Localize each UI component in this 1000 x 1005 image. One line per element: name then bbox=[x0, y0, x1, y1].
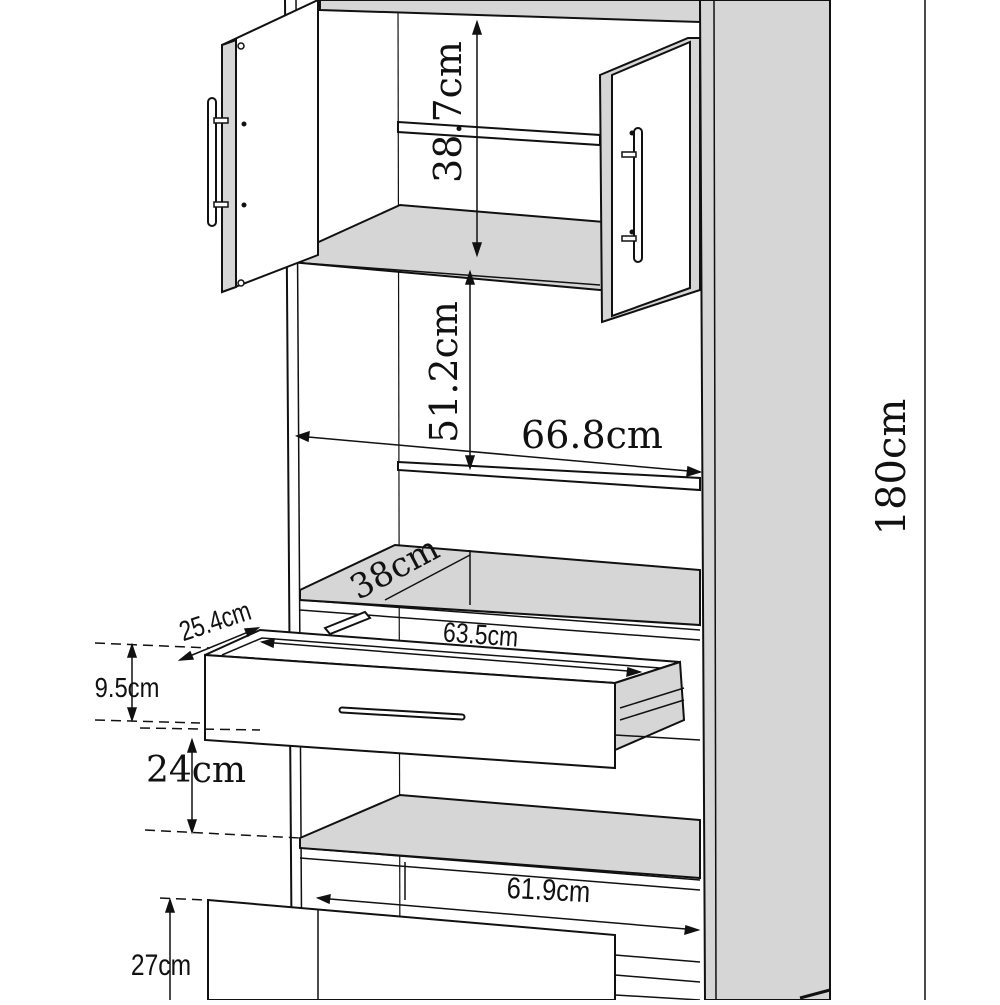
dim-line-66-8 bbox=[296, 435, 701, 473]
drawer-runner bbox=[323, 610, 372, 636]
right-door-handle bbox=[621, 127, 643, 263]
left-door-handle bbox=[207, 97, 229, 227]
label-bottom-width: 61.9cm bbox=[506, 871, 591, 909]
right-side-panel bbox=[698, 0, 831, 1001]
drawer-handle bbox=[338, 706, 466, 721]
label-inner-width: 66.8cm bbox=[521, 413, 663, 457]
left-door bbox=[207, 0, 319, 294]
label-bottom-drawer-height: 27cm bbox=[131, 948, 191, 982]
dim-line-61-9 bbox=[317, 897, 699, 931]
label-drawer-gap: 24cm bbox=[146, 750, 246, 791]
label-open-shelf-height: 51.2cm bbox=[422, 301, 466, 443]
label-total-height: 180cm bbox=[869, 399, 915, 536]
open-drawer bbox=[204, 628, 701, 770]
label-drawer-height: 9.5cm bbox=[95, 671, 160, 703]
dimension-lines bbox=[94, 0, 926, 1000]
label-drawer-width: 63.5cm bbox=[442, 617, 519, 653]
shelf-3 bbox=[299, 793, 701, 880]
right-door bbox=[598, 37, 701, 324]
label-top-compartment-height: 38.7cm bbox=[426, 41, 470, 183]
dim-line-63-5 bbox=[261, 641, 641, 673]
dim-line-25-4 bbox=[179, 627, 259, 661]
back-strip-middle bbox=[397, 460, 701, 492]
shelf-2 bbox=[299, 543, 701, 627]
bottom-drawer bbox=[207, 898, 701, 1001]
